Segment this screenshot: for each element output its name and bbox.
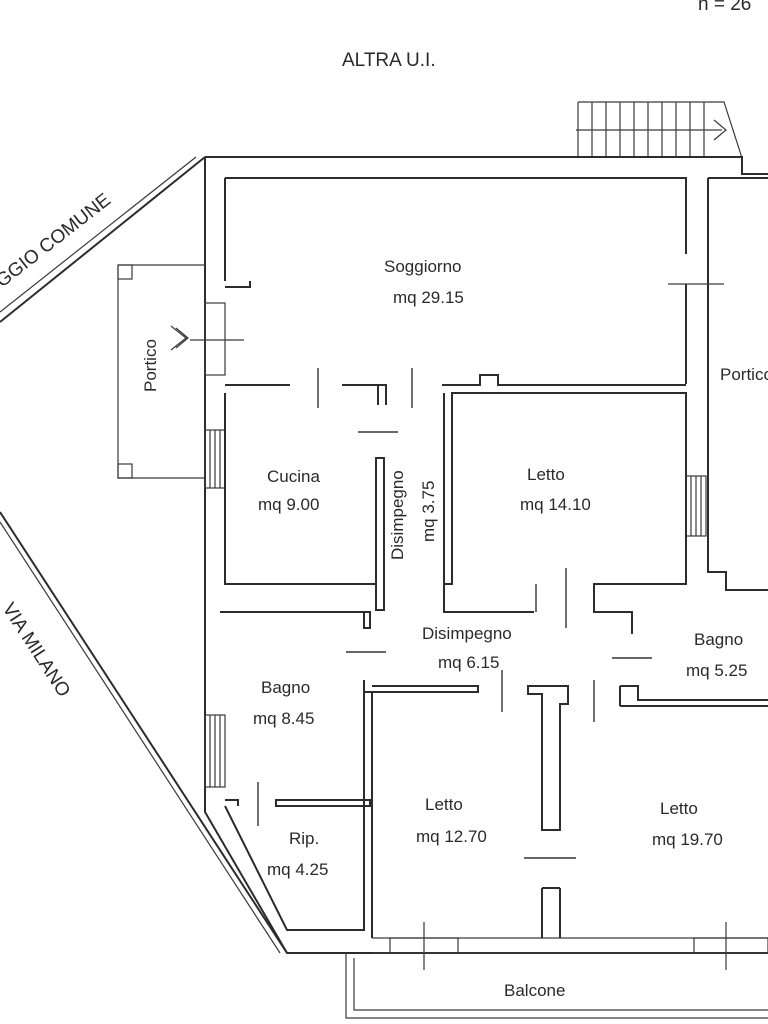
street-label: VIA MILANO [0, 599, 74, 701]
disimpegno-vertical-name: Disimpegno [388, 470, 407, 560]
site-boundary [0, 156, 288, 954]
balcone-label: Balcone [504, 981, 565, 1000]
portico-left [117, 264, 205, 479]
cucina-area: mq 9.00 [258, 495, 319, 514]
letto-bottom-right-area: mq 19.70 [652, 830, 723, 849]
cucina-name: Cucina [267, 467, 320, 486]
letto-bottom-left-area: mq 12.70 [416, 827, 487, 846]
sheet-number: n = 26 [698, 0, 751, 15]
ripostiglio-area: mq 4.25 [267, 860, 328, 879]
portico-right-label: Portico [720, 365, 768, 384]
bagno-left-name: Bagno [261, 678, 310, 697]
soggiorno-name: Soggiorno [384, 257, 462, 276]
letto-bottom-right-name: Letto [660, 799, 698, 818]
disimpegno-vertical-area: mq 3.75 [419, 481, 438, 542]
balcony [345, 922, 768, 1019]
soggiorno-area: mq 29.15 [393, 288, 464, 307]
disimpegno-main-name: Disimpegno [422, 624, 512, 643]
ripostiglio-name: Rip. [289, 829, 319, 848]
letto-center-area: mq 14.10 [520, 495, 591, 514]
letto-bottom-left-name: Letto [425, 795, 463, 814]
portico-left-label: Portico [141, 339, 160, 392]
bagno-right-area: mq 5.25 [686, 661, 747, 680]
bagno-left-area: mq 8.45 [253, 709, 314, 728]
letto-center-name: Letto [527, 465, 565, 484]
neighbor-unit-label: ALTRA U.I. [342, 50, 436, 71]
bagno-right-name: Bagno [694, 630, 743, 649]
disimpegno-main-area: mq 6.15 [438, 653, 499, 672]
interior-walls [220, 368, 768, 938]
stair-top [576, 101, 743, 159]
